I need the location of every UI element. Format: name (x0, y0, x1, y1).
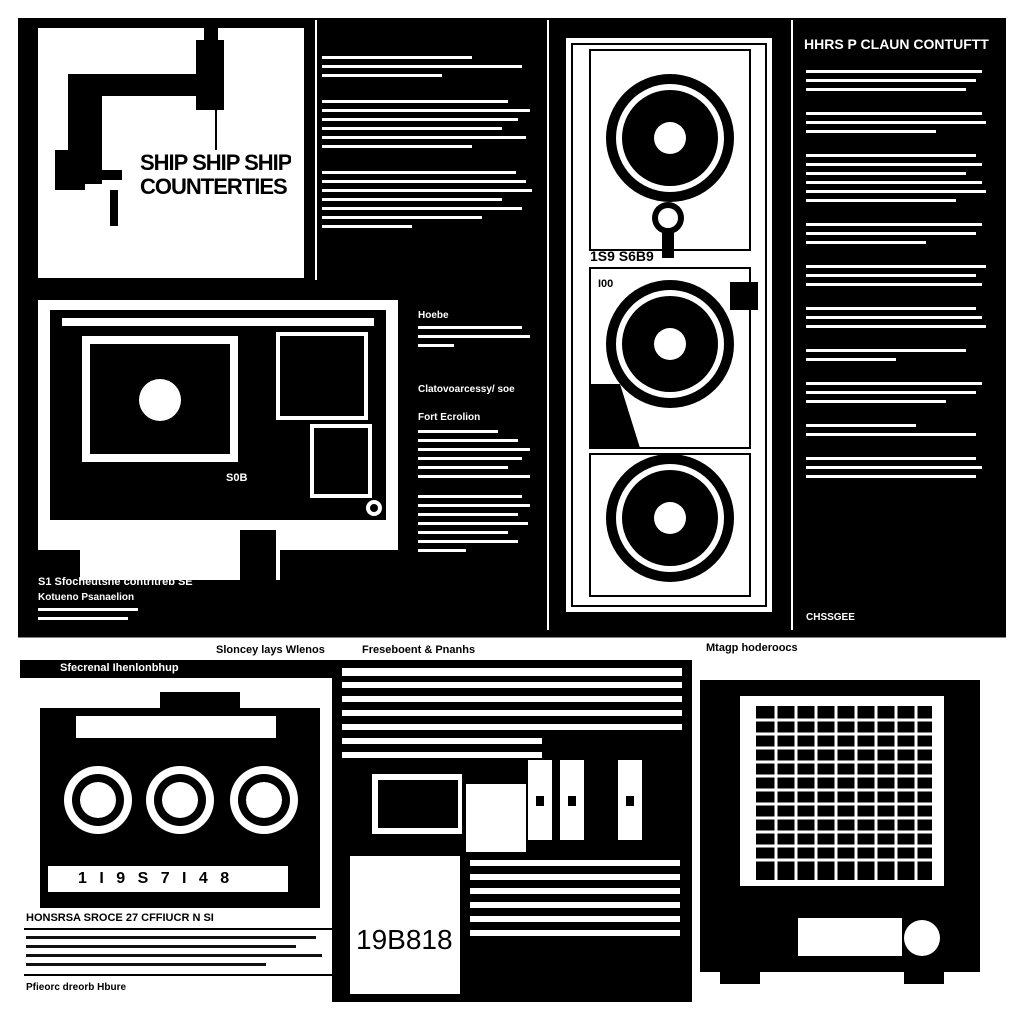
bottom-footer: Pfieorc dreorb Hbure (26, 982, 127, 993)
speaker-cone-icon (606, 74, 734, 202)
unit-label-small: I00 (598, 278, 614, 290)
strip-right: Mtagp hoderoocs (706, 642, 798, 654)
strip-left: Sfecrenal Ihenlonbhup (60, 662, 179, 674)
mid-note-b: Clatovoarcessy/ soe (418, 384, 515, 395)
unit-label: 1S9 S6B9 (590, 248, 654, 264)
tile-subtitle: COUNTERTIES (140, 174, 287, 199)
text-block (806, 70, 986, 484)
left-caption: S1 Sfocheutsne contritreb SE (38, 576, 193, 588)
mid-note-a: Hoebe (418, 310, 449, 321)
text-block (418, 326, 530, 353)
strip-mid: Sloncey lays Wlenos (216, 644, 325, 656)
mid-note-c: Fort Ecrolion (418, 412, 481, 423)
vent-grid (756, 706, 932, 880)
scale-digits: 1 I 9 S 7 I 4 8 (78, 870, 234, 887)
right-heading: HHRS P CLAUN CONTUFTT (804, 36, 989, 52)
right-end: CHSSGEE (806, 612, 855, 623)
strip-mid2: Freseboent & Pnanhs (362, 644, 476, 656)
text-block (418, 430, 530, 558)
text-block (38, 608, 148, 626)
cassette-deck-icon (40, 692, 320, 908)
monitor-serial: S0B (226, 472, 248, 484)
bottom-number: 19B818 (356, 924, 453, 955)
text-block (322, 56, 532, 234)
left-caption-b: Kotueno Psanaelion (38, 592, 135, 603)
speaker-cone-icon (606, 280, 734, 408)
tile-title: SHIP SHIP SHIP (140, 150, 292, 175)
bottom-table (24, 928, 332, 976)
bottom-table-head: HONSRSA SROCE 27 CFFIUCR N SI (26, 912, 214, 924)
bracket-arm-icon (55, 28, 224, 226)
speaker-cone-icon (606, 454, 734, 582)
